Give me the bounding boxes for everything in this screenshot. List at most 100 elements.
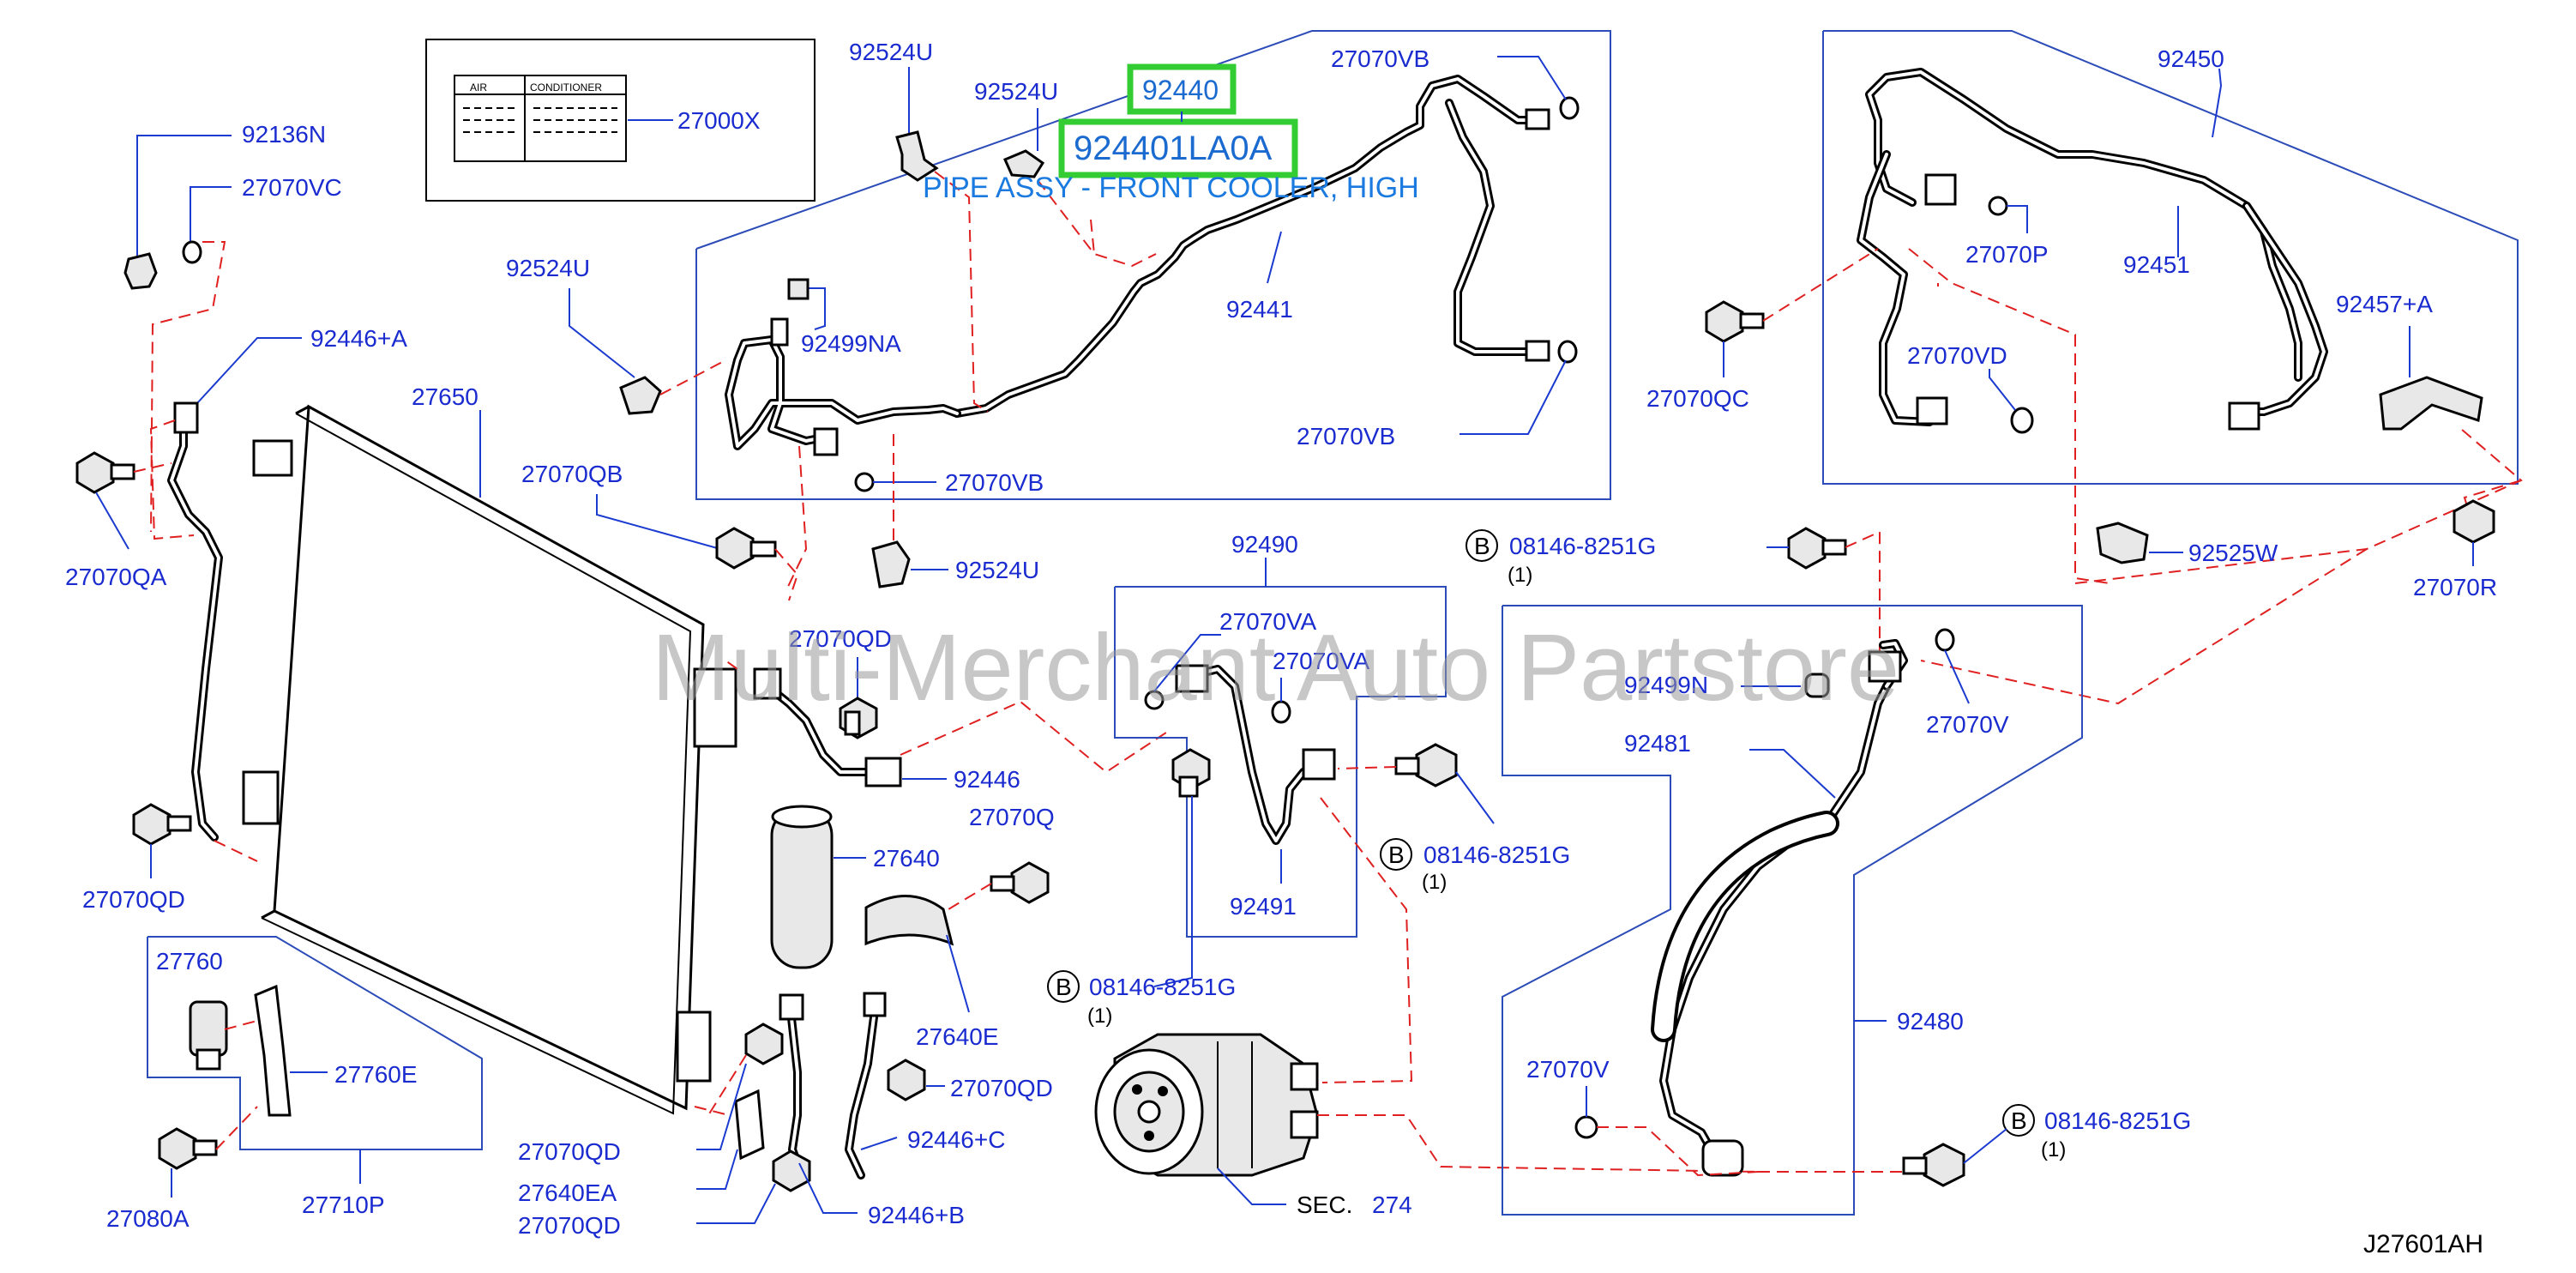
callout-92451[interactable]: 92451 bbox=[2123, 251, 2190, 278]
callout-27640E[interactable]: 27640E bbox=[916, 1023, 999, 1050]
bolt-27070QD-d[interactable] bbox=[744, 1023, 784, 1065]
bracket-27640E[interactable] bbox=[864, 895, 954, 946]
highlight-group: 92440 924401LA0A PIPE ASSY - FRONT COOLE… bbox=[923, 63, 1419, 255]
callout-27650[interactable]: 27650 bbox=[412, 383, 478, 410]
callout-92499NA[interactable]: 92499NA bbox=[801, 330, 901, 357]
callout-27070VD[interactable]: 27070VD bbox=[1907, 342, 2007, 369]
callout-27070QB[interactable]: 27070QB bbox=[521, 461, 623, 487]
plug-92499N[interactable] bbox=[1804, 673, 1830, 698]
callout-08146-d[interactable]: 08146-8251G bbox=[2044, 1107, 2191, 1134]
callout-08146-c[interactable]: 08146-8251G bbox=[1509, 533, 1656, 559]
hose-92490-group: 92490 27070VA 27070VA 92491 bbox=[1114, 531, 1495, 1083]
o-ring-27070VB-a[interactable] bbox=[1559, 96, 1580, 120]
callout-27760E[interactable]: 27760E bbox=[334, 1061, 418, 1088]
callout-27070V-b[interactable]: 27070V bbox=[1526, 1056, 1610, 1083]
o-ring-27070VC[interactable] bbox=[182, 240, 202, 264]
callout-27070VA-a[interactable]: 27070VA bbox=[1219, 608, 1316, 635]
o-ring-27070VB-b[interactable] bbox=[1557, 340, 1578, 364]
bolt-27070QC[interactable] bbox=[1705, 300, 1744, 343]
callout-92525W[interactable]: 92525W bbox=[2188, 540, 2278, 566]
clip-92524U-a[interactable] bbox=[895, 130, 939, 182]
highlight-part-box[interactable] bbox=[1058, 118, 1298, 178]
callout-27070VB-a[interactable]: 27070VB bbox=[1331, 45, 1429, 72]
callout-92136N[interactable]: 92136N bbox=[242, 121, 326, 148]
callout-92446[interactable]: 92446 bbox=[954, 766, 1020, 793]
o-ring-27070VB-c[interactable] bbox=[854, 472, 875, 492]
callout-92491[interactable]: 92491 bbox=[1230, 893, 1297, 920]
bolt-27080A[interactable] bbox=[158, 1127, 197, 1170]
bolt-27070QA-group: 27070QA bbox=[65, 451, 172, 590]
bracket-27640EA[interactable] bbox=[734, 1089, 765, 1161]
callout-92481[interactable]: 92481 bbox=[1624, 730, 1691, 757]
sec-number[interactable]: 274 bbox=[1372, 1192, 1412, 1218]
condenser[interactable] bbox=[273, 404, 705, 1111]
o-ring-27070P[interactable] bbox=[1988, 196, 2008, 216]
callout-27070VC[interactable]: 27070VC bbox=[242, 174, 342, 201]
callout-27070QD-d[interactable]: 27070QD bbox=[518, 1138, 621, 1165]
callout-08146-b[interactable]: 08146-8251G bbox=[1423, 842, 1570, 868]
callout-27070QD-a[interactable]: 27070QD bbox=[82, 886, 185, 913]
callout-92441[interactable]: 92441 bbox=[1226, 296, 1293, 323]
callout-27640EA[interactable]: 27640EA bbox=[518, 1179, 617, 1206]
cap-group: 92136N 27070VC bbox=[123, 121, 342, 533]
callout-27070QC[interactable]: 27070QC bbox=[1646, 385, 1749, 412]
plug-92499NA[interactable] bbox=[787, 278, 810, 300]
callout-92446B[interactable]: 92446+B bbox=[868, 1202, 965, 1228]
callout-92524U-c[interactable]: 92524U bbox=[506, 255, 590, 281]
highlight-code-box[interactable] bbox=[1127, 63, 1237, 115]
clip-92525W[interactable] bbox=[2096, 522, 2149, 564]
callout-27070R[interactable]: 27070R bbox=[2413, 574, 2497, 600]
callout-92499N[interactable]: 92499N bbox=[1624, 672, 1708, 698]
bolt-27070QA[interactable] bbox=[75, 451, 115, 494]
clip-92524U-c[interactable] bbox=[619, 376, 662, 415]
callout-92490[interactable]: 92490 bbox=[1231, 531, 1298, 558]
callout-27070Q[interactable]: 27070Q bbox=[969, 804, 1055, 830]
callout-27070P[interactable]: 27070P bbox=[1965, 241, 2049, 268]
sec-label: SEC. bbox=[1297, 1192, 1352, 1218]
receiver-drier-27640[interactable] bbox=[770, 806, 834, 969]
callout-08146-a[interactable]: 08146-8251G bbox=[1089, 974, 1236, 1000]
callout-27080A[interactable]: 27080A bbox=[106, 1205, 190, 1232]
bolt-27070QD-a[interactable] bbox=[132, 803, 172, 846]
callout-27640[interactable]: 27640 bbox=[873, 845, 940, 872]
bracket-27760E[interactable] bbox=[254, 984, 292, 1117]
bolt-27070QD-e[interactable] bbox=[887, 1059, 926, 1101]
bolt-08146-b[interactable] bbox=[1415, 743, 1458, 787]
bolt-27070QB[interactable] bbox=[715, 527, 755, 570]
callout-92480[interactable]: 92480 bbox=[1897, 1008, 1964, 1035]
callout-92524U-b[interactable]: 92524U bbox=[974, 78, 1058, 105]
callout-92457A[interactable]: 92457+A bbox=[2336, 291, 2433, 317]
clip-92524U-b[interactable] bbox=[1003, 149, 1045, 178]
pipe-92451[interactable] bbox=[1865, 68, 2302, 382]
callout-92446A[interactable]: 92446+A bbox=[310, 325, 407, 352]
clip-92524U-d[interactable] bbox=[871, 540, 911, 588]
callout-27070QA[interactable]: 27070QA bbox=[65, 564, 167, 590]
o-ring-27070VD[interactable] bbox=[2010, 407, 2034, 434]
callout-92524U-d[interactable]: 92524U bbox=[955, 557, 1039, 583]
pipe-92441-branch[interactable] bbox=[1445, 99, 1531, 356]
callout-27070VB-c[interactable]: 27070VB bbox=[945, 469, 1044, 496]
callout-92450[interactable]: 92450 bbox=[2158, 45, 2224, 72]
o-ring-27070V-b[interactable] bbox=[1574, 1115, 1598, 1139]
sensor-27760[interactable] bbox=[189, 1000, 228, 1057]
callout-27070QD-c[interactable]: 27070QD bbox=[789, 625, 892, 652]
cap-27070R[interactable] bbox=[2453, 499, 2495, 544]
callout-92446C[interactable]: 92446+C bbox=[907, 1126, 1005, 1153]
callout-27070V-a[interactable]: 27070V bbox=[1926, 711, 2009, 738]
bolt-27070Q[interactable] bbox=[1010, 861, 1050, 904]
callout-27070QD-e[interactable]: 27070QD bbox=[950, 1075, 1053, 1101]
bracket-92457A[interactable] bbox=[2379, 376, 2483, 431]
label-card bbox=[454, 75, 627, 162]
cap-92136N[interactable] bbox=[123, 252, 158, 290]
callout-27070QD-f[interactable]: 27070QD bbox=[518, 1212, 621, 1239]
callout-27070VA-b[interactable]: 27070VA bbox=[1273, 648, 1369, 674]
bolt-08146-c[interactable] bbox=[1787, 527, 1827, 570]
o-ring-27070V-a[interactable] bbox=[1935, 628, 1955, 652]
bolt-27070QD-f[interactable] bbox=[772, 1149, 811, 1192]
bolt-08146-d[interactable] bbox=[1923, 1143, 1965, 1187]
callout-27710P[interactable]: 27710P bbox=[302, 1192, 385, 1218]
callout-27000X[interactable]: 27000X bbox=[677, 107, 761, 134]
callout-27070VB-b[interactable]: 27070VB bbox=[1297, 423, 1395, 449]
callout-27760[interactable]: 27760 bbox=[156, 948, 223, 974]
callout-92524U-a[interactable]: 92524U bbox=[849, 39, 933, 65]
